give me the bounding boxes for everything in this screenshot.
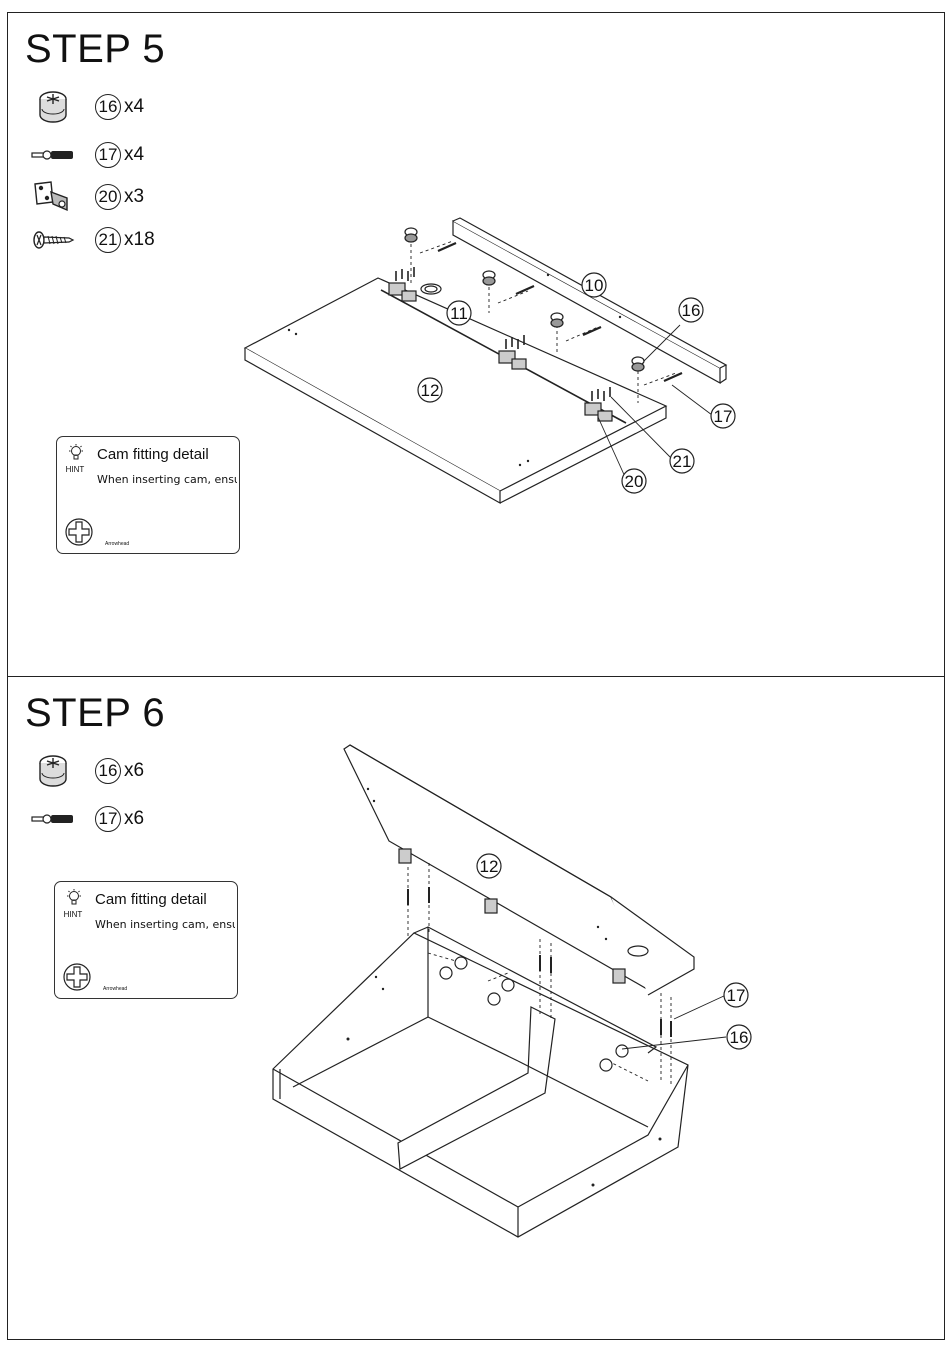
callout-label-21: 21 (673, 452, 692, 471)
step-5-assembly-drawing: 10 11 12 16 17 21 20 (8, 13, 946, 678)
callout-label-16: 16 (682, 301, 701, 320)
callout-label-11: 11 (450, 304, 468, 323)
callout-label-16: 16 (730, 1028, 749, 1047)
callout-label-17: 17 (727, 986, 746, 1005)
step-5-panel: STEP 5 16 x4 17 (7, 12, 945, 677)
step-6-panel: STEP 6 16 x6 17 (7, 676, 945, 1340)
callout-label-10: 10 (585, 276, 604, 295)
callout-label-12: 12 (421, 381, 440, 400)
callout-label-12: 12 (480, 857, 499, 876)
step-6-assembly-drawing: 12 17 16 (8, 677, 946, 1341)
callout-label-20: 20 (625, 472, 644, 491)
callout-label-17: 17 (714, 407, 733, 426)
